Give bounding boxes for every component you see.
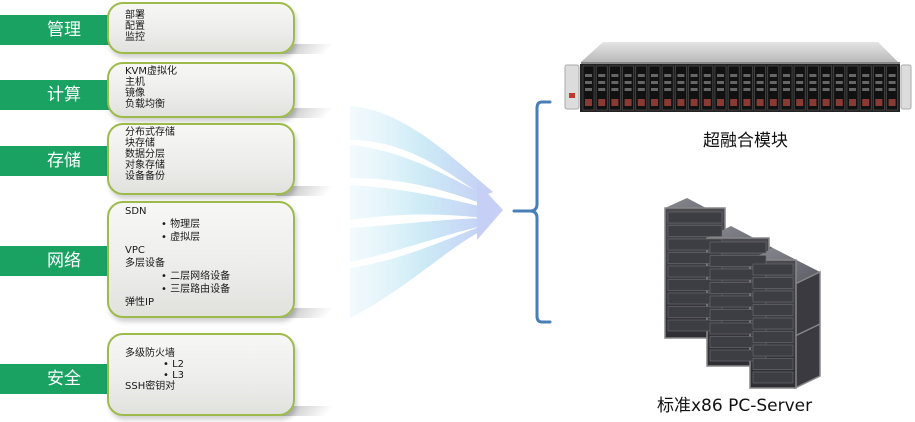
feature-box: 分布式存储 块存储 数据分层 对象存储 设备备份	[107, 123, 295, 195]
rack-unit	[752, 263, 794, 276]
pc-server-racks-icon	[664, 198, 821, 390]
rack-unit	[752, 344, 794, 357]
feature-item: 多层设备	[125, 258, 165, 269]
feature-item: KVM虚拟化	[125, 66, 178, 77]
category-label: 存储	[0, 146, 118, 176]
feature-subitem: L3	[125, 370, 283, 381]
feature-item: SSH密钥对	[125, 381, 176, 392]
feature-item: 配置	[125, 21, 145, 32]
feature-item: 设备备份	[125, 171, 165, 182]
category-label: 计算	[0, 80, 118, 110]
feature-item: SDN	[125, 206, 147, 217]
feature-item: 分布式存储	[125, 127, 175, 138]
feature-box: 部署 配置 监控	[107, 2, 295, 54]
category-label: 网络	[0, 246, 118, 276]
rack-unit	[667, 211, 723, 224]
feature-subitem: L2	[125, 359, 283, 370]
feature-item: 主机	[125, 77, 145, 88]
curly-bracket	[512, 100, 552, 324]
feature-item: 多级防火墙	[125, 348, 175, 359]
rack-unit	[752, 304, 794, 316]
feature-subitem: 物理层	[125, 218, 283, 231]
hyperconverged-server-icon	[564, 42, 912, 112]
rack-unit	[752, 290, 794, 303]
feature-item: 块存储	[125, 138, 155, 149]
converging-arrow	[350, 106, 503, 318]
feature-item: 镜像	[125, 88, 145, 99]
rack-unit	[709, 241, 767, 254]
feature-subitem: 二层网络设备	[125, 270, 283, 283]
fan-strands	[350, 106, 503, 318]
feature-item: 负载均衡	[125, 99, 165, 110]
category-label: 安全	[0, 364, 118, 394]
feature-box: KVM虚拟化 主机 镜像 负载均衡	[107, 62, 295, 118]
feature-item: 监控	[125, 32, 145, 43]
hyperconverged-label: 超融合模块	[703, 131, 788, 151]
feature-item: 对象存储	[125, 160, 165, 171]
feature-box: 多级防火墙 L2 L3 SSH密钥对	[107, 333, 295, 416]
rack-unit	[752, 277, 794, 289]
rack-unit	[752, 317, 794, 330]
feature-box: SDN 物理层 虚拟层 VPC 多层设备 二层网络设备 三层路由设备 弹性IP	[107, 201, 295, 318]
rack-unit	[752, 371, 794, 384]
feature-item: 数据分层	[125, 149, 165, 160]
feature-subitem: 虚拟层	[125, 231, 283, 244]
rack-unit	[709, 255, 767, 267]
rack-unit	[667, 225, 723, 237]
feature-item: VPC	[125, 245, 145, 256]
feature-item: 弹性IP	[125, 297, 154, 308]
rack-unit	[752, 358, 794, 370]
rack-unit	[752, 331, 794, 343]
feature-subitem: 三层路由设备	[125, 283, 283, 296]
category-label: 管理	[0, 15, 118, 45]
feature-item: 部署	[125, 10, 145, 21]
pc-server-label: 标准x86 PC-Server	[657, 396, 813, 416]
